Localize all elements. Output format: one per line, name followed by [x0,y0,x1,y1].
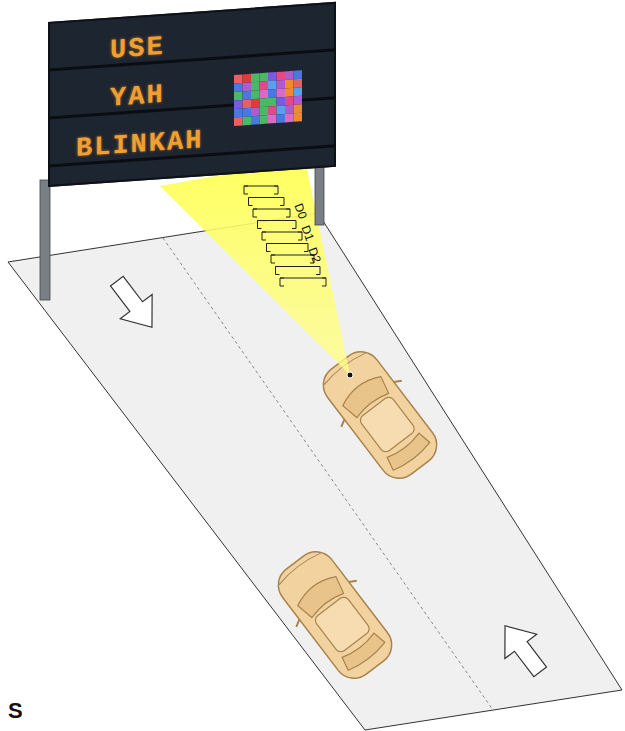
pixel-patch [268,106,277,115]
message-sign: USEYAHBLINKAH [48,2,336,187]
pixel-patch [294,70,303,79]
pixel-patch [285,79,294,88]
lane-arrow-down [101,269,168,339]
pixel-patch [285,71,294,80]
cars [265,339,450,690]
distance-bar [276,267,321,275]
camera-point [347,372,353,378]
car [310,339,450,490]
distance-bar [267,244,309,252]
pixel-patch [251,73,260,82]
pixel-patch [294,96,303,105]
pixel-patch [277,114,286,123]
pixel-patch [251,99,260,108]
detection-bars [244,186,326,286]
pixel-patch [260,73,269,82]
pixel-patch [234,91,243,100]
pixel-patch [243,108,252,117]
distance-bar [280,278,326,286]
distance-bar [249,198,285,206]
distance-bar [271,255,314,263]
pixel-patch [285,113,294,122]
pixel-patch [268,115,277,124]
pixel-patch [251,82,260,91]
pixel-patch [234,108,243,117]
pixel-patch [251,116,260,125]
pixel-patch [243,82,252,91]
sign-message-line: YAH [110,82,165,113]
pixel-patch [285,105,294,114]
pixel-patch [268,81,277,90]
pixel-patch [277,80,286,89]
pixel-patch [277,105,286,114]
pixel-patch [277,97,286,106]
pixel-patch [260,98,269,107]
pixel-patch [234,117,243,126]
lane-arrow-up [489,614,556,684]
pixel-patch [285,88,294,97]
pixel-patch [294,87,303,96]
pixel-patch [294,79,303,88]
pixel-patch [285,96,294,105]
pixel-patch [260,107,269,116]
pixel-patch [294,104,303,113]
pixel-patch [268,89,277,98]
pixel-patch [234,74,243,83]
distance-bar [258,221,297,229]
sign-message-line: USE [110,34,165,65]
pixel-patch [260,81,269,90]
pixel-patch [294,113,303,122]
distance-bar [253,209,290,217]
pixel-patch [251,107,260,116]
pixel-patch [260,90,269,99]
pixel-patch [268,98,277,107]
pixel-patch [243,99,252,108]
pixel-patch [251,90,260,99]
pixel-patch [234,100,243,109]
distance-bar [244,186,278,194]
distance-bar [262,232,302,240]
car [265,539,405,690]
pixel-patch [260,115,269,124]
pixel-patch [243,74,252,83]
pixel-patch [277,88,286,97]
pixel-patch [234,83,243,92]
pixel-patch [277,71,286,80]
pixel-patch [268,72,277,81]
pixel-patch [243,116,252,125]
pixel-patch [243,91,252,100]
caption-letter: S [8,700,23,722]
sign-post [40,180,50,300]
